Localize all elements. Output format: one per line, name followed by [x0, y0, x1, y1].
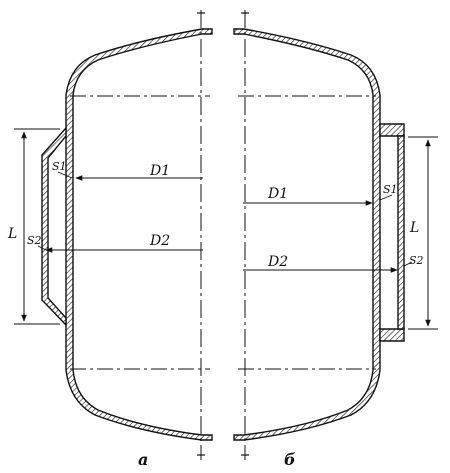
vessel-b-jacket-shell: [397, 135, 405, 330]
label-a-d2: D2: [149, 233, 170, 249]
vessel-a-jacket: [41, 126, 67, 327]
label-a-l: L: [7, 226, 17, 242]
label-b-s1: S1: [383, 183, 398, 196]
label-b-s2: S2: [409, 254, 424, 267]
vessel-b-s2-leader: [403, 261, 413, 267]
vessel-a-s2-leader: [37, 245, 47, 251]
vessel-a-wall: [65, 28, 213, 441]
center-axes: [197, 10, 249, 460]
caption-b: б: [284, 450, 296, 469]
vessel-a: D1 D2 S1 S2 L: [7, 28, 213, 441]
vessel-b-wall: [233, 28, 381, 441]
vessel-a-s1-leader: [57, 171, 73, 179]
vessel-b-s1-leader: [379, 194, 393, 201]
vessel-b-jacket-top-flange: [379, 123, 405, 137]
label-a-d1: D1: [149, 163, 170, 179]
label-a-s1: S1: [52, 160, 67, 173]
label-b-d2: D2: [267, 254, 288, 270]
vessel-b: D1 D2 S1 S2 L: [233, 28, 438, 441]
label-b-l: L: [409, 220, 419, 236]
label-b-d1: D1: [267, 186, 288, 202]
vessel-b-jacket-bottom-flange: [379, 328, 405, 342]
caption-a: а: [138, 450, 148, 469]
label-a-s2: S2: [27, 234, 42, 247]
